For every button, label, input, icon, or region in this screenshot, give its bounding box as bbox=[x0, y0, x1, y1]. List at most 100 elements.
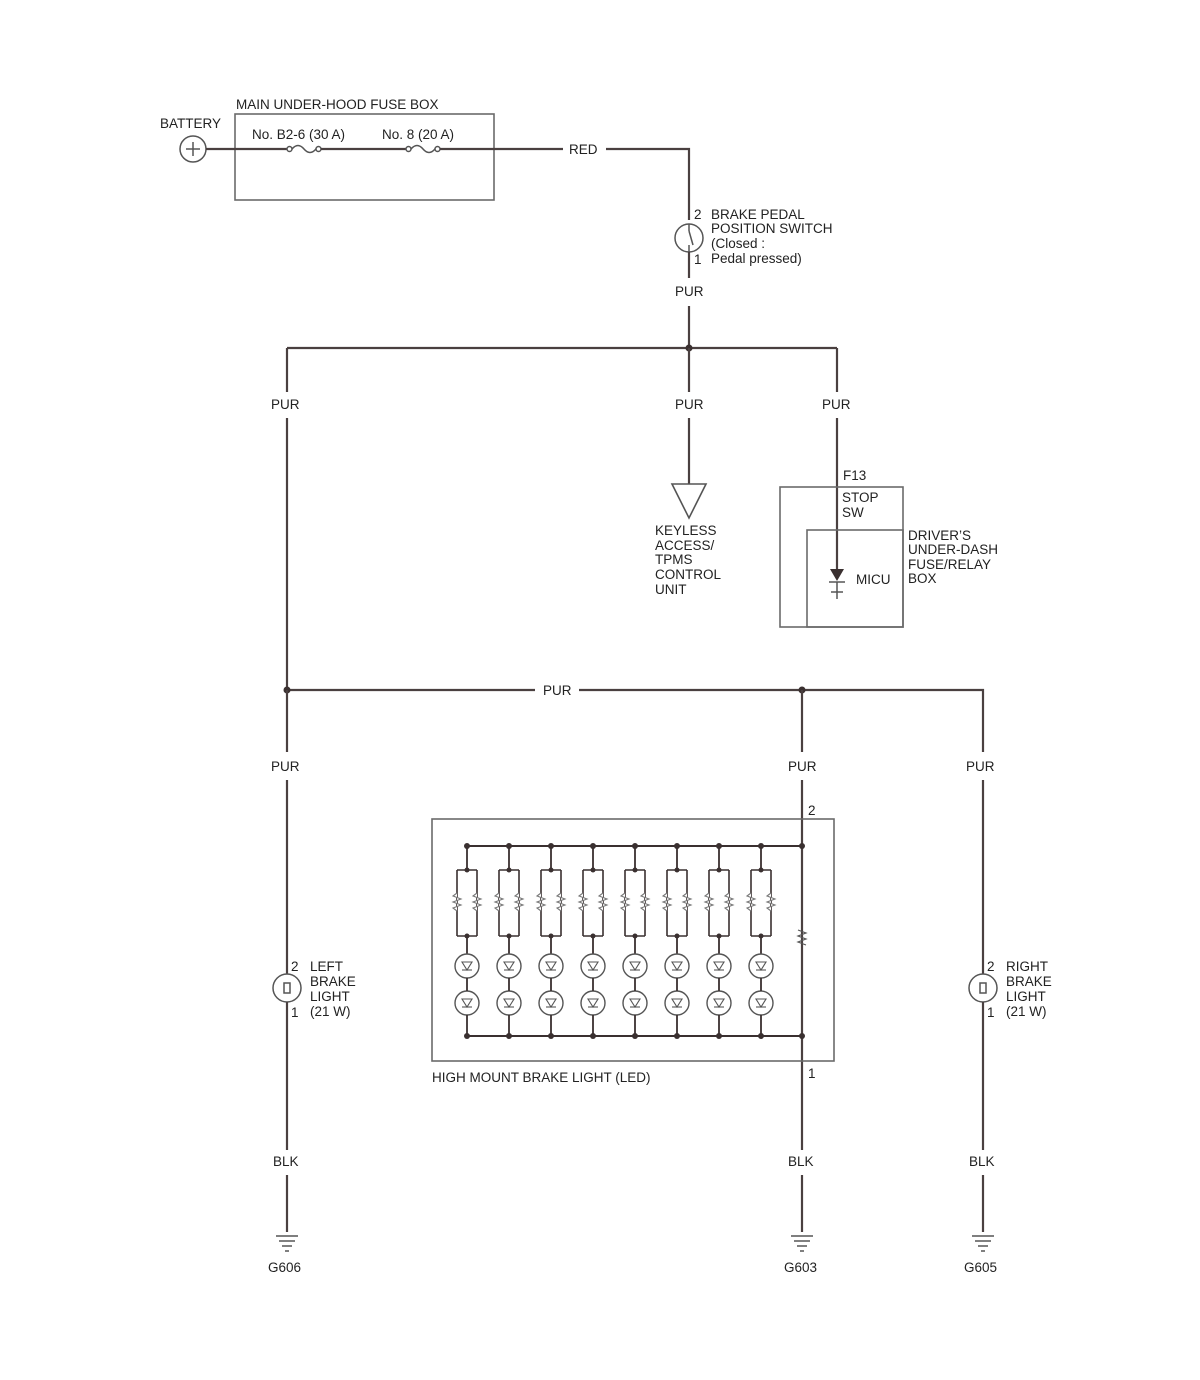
fuse-box-title: MAIN UNDER-HOOD FUSE BOX bbox=[236, 97, 439, 112]
junction-dot bbox=[674, 1033, 680, 1039]
brake-switch-label-2: POSITION SWITCH bbox=[711, 221, 833, 236]
right-light-pin2: 2 bbox=[987, 959, 995, 974]
left-light-label-1: LEFT bbox=[310, 959, 343, 974]
brake-switch-label-4: Pedal pressed) bbox=[711, 251, 802, 266]
led-parallel-frame bbox=[582, 869, 604, 937]
led-symbol bbox=[538, 990, 564, 1016]
resistor-symbol bbox=[639, 892, 651, 912]
right-light-label-4: (21 W) bbox=[1006, 1004, 1047, 1019]
keyless-label-5: UNIT bbox=[655, 582, 687, 597]
wire-pur-h-label: PUR bbox=[543, 683, 572, 698]
left-light-pin1: 1 bbox=[291, 1005, 299, 1020]
wire-pur-left-label: PUR bbox=[271, 397, 300, 412]
wire-pur-mid-label: PUR bbox=[675, 397, 704, 412]
ground-symbol-g605 bbox=[972, 1235, 994, 1252]
ground-symbol-g606 bbox=[276, 1235, 298, 1252]
junction-dot bbox=[716, 1033, 722, 1039]
high-mount-pin2: 2 bbox=[808, 803, 816, 818]
wire-red-label: RED bbox=[569, 142, 598, 157]
led-array bbox=[451, 843, 808, 1039]
led-symbol bbox=[580, 953, 606, 979]
led-diode-arrow bbox=[545, 961, 557, 972]
resistor-symbol bbox=[681, 892, 693, 912]
high-mount-title: HIGH MOUNT BRAKE LIGHT (LED) bbox=[432, 1070, 651, 1085]
led-diode-arrow bbox=[713, 998, 725, 1009]
resistor-symbol bbox=[765, 892, 777, 912]
led-symbol bbox=[622, 990, 648, 1016]
keyless-connector-arrow bbox=[670, 483, 708, 520]
micu-box bbox=[806, 529, 904, 628]
junction-dot bbox=[464, 1033, 470, 1039]
led-diode-arrow bbox=[671, 961, 683, 972]
battery-symbol bbox=[179, 135, 207, 163]
left-brake-light-bulb bbox=[272, 973, 302, 1003]
led-diode-arrow bbox=[629, 961, 641, 972]
fuse-b2-6-label: No. B2-6 (30 A) bbox=[252, 127, 345, 142]
junction-dot bbox=[799, 843, 805, 849]
resistor-symbol bbox=[535, 892, 547, 912]
led-parallel-frame bbox=[456, 869, 478, 937]
led-parallel-frame bbox=[750, 869, 772, 937]
junction-dot bbox=[674, 867, 680, 873]
wire-pur-m2-label: PUR bbox=[788, 759, 817, 774]
brake-switch-pin2: 2 bbox=[694, 207, 702, 222]
led-symbol bbox=[748, 990, 774, 1016]
left-light-label-2: BRAKE bbox=[310, 974, 356, 989]
led-symbol bbox=[454, 953, 480, 979]
resistor-symbol bbox=[796, 929, 808, 946]
led-symbol bbox=[664, 953, 690, 979]
right-light-pin1: 1 bbox=[987, 1005, 995, 1020]
wire-pur-r2-label: PUR bbox=[966, 759, 995, 774]
junction-dot bbox=[632, 867, 638, 873]
fuse-8-symbol bbox=[405, 144, 441, 154]
wire-pur-right-label: PUR bbox=[822, 397, 851, 412]
resistor-symbol bbox=[661, 892, 673, 912]
ground-g606-label: G606 bbox=[268, 1260, 301, 1275]
led-symbol bbox=[454, 990, 480, 1016]
led-symbol bbox=[748, 953, 774, 979]
ground-symbol-g603 bbox=[791, 1235, 813, 1252]
fuse-8-label: No. 8 (20 A) bbox=[382, 127, 454, 142]
wire-blk-mid-label: BLK bbox=[788, 1154, 814, 1169]
resistor-symbol bbox=[723, 892, 735, 912]
led-diode-arrow bbox=[629, 998, 641, 1009]
battery-label: BATTERY bbox=[160, 116, 221, 131]
led-parallel-frame bbox=[624, 869, 646, 937]
ground-g603-label: G603 bbox=[784, 1260, 817, 1275]
led-diode-arrow bbox=[755, 961, 767, 972]
relay-box-label-4: BOX bbox=[908, 571, 937, 586]
junction-dot bbox=[758, 867, 764, 873]
left-light-label-3: LIGHT bbox=[310, 989, 350, 1004]
led-diode-arrow bbox=[713, 961, 725, 972]
keyless-label-2: ACCESS/ bbox=[655, 538, 715, 553]
relay-box-label-2: UNDER-DASH bbox=[908, 542, 998, 557]
wire-blk-left-label: BLK bbox=[273, 1154, 299, 1169]
high-mount-brake-light-box bbox=[431, 818, 835, 1062]
keyless-label-1: KEYLESS bbox=[655, 523, 717, 538]
relay-box-label-3: FUSE/RELAY bbox=[908, 557, 991, 572]
keyless-label-4: CONTROL bbox=[655, 567, 721, 582]
junction-dot bbox=[716, 867, 722, 873]
led-parallel-frame bbox=[666, 869, 688, 937]
right-light-label-2: BRAKE bbox=[1006, 974, 1052, 989]
resistor-symbol bbox=[493, 892, 505, 912]
led-symbol bbox=[622, 953, 648, 979]
resistor-symbol bbox=[471, 892, 483, 912]
resistor-symbol bbox=[555, 892, 567, 912]
high-mount-pin1: 1 bbox=[808, 1066, 816, 1081]
left-light-pin2: 2 bbox=[291, 959, 299, 974]
right-light-label-1: RIGHT bbox=[1006, 959, 1048, 974]
wire-pur-top-label: PUR bbox=[675, 284, 704, 299]
stop-sw-label-1: STOP bbox=[842, 490, 879, 505]
led-diode-arrow bbox=[461, 961, 473, 972]
led-diode-arrow bbox=[755, 998, 767, 1009]
micu-diode-symbol bbox=[829, 569, 845, 599]
brake-switch-label-1: BRAKE PEDAL bbox=[711, 207, 805, 222]
led-diode-arrow bbox=[461, 998, 473, 1009]
wire-blk-right-label: BLK bbox=[969, 1154, 995, 1169]
junction-dot bbox=[758, 1033, 764, 1039]
led-symbol bbox=[496, 990, 522, 1016]
resistor-symbol bbox=[745, 892, 757, 912]
junction-dot bbox=[506, 1033, 512, 1039]
